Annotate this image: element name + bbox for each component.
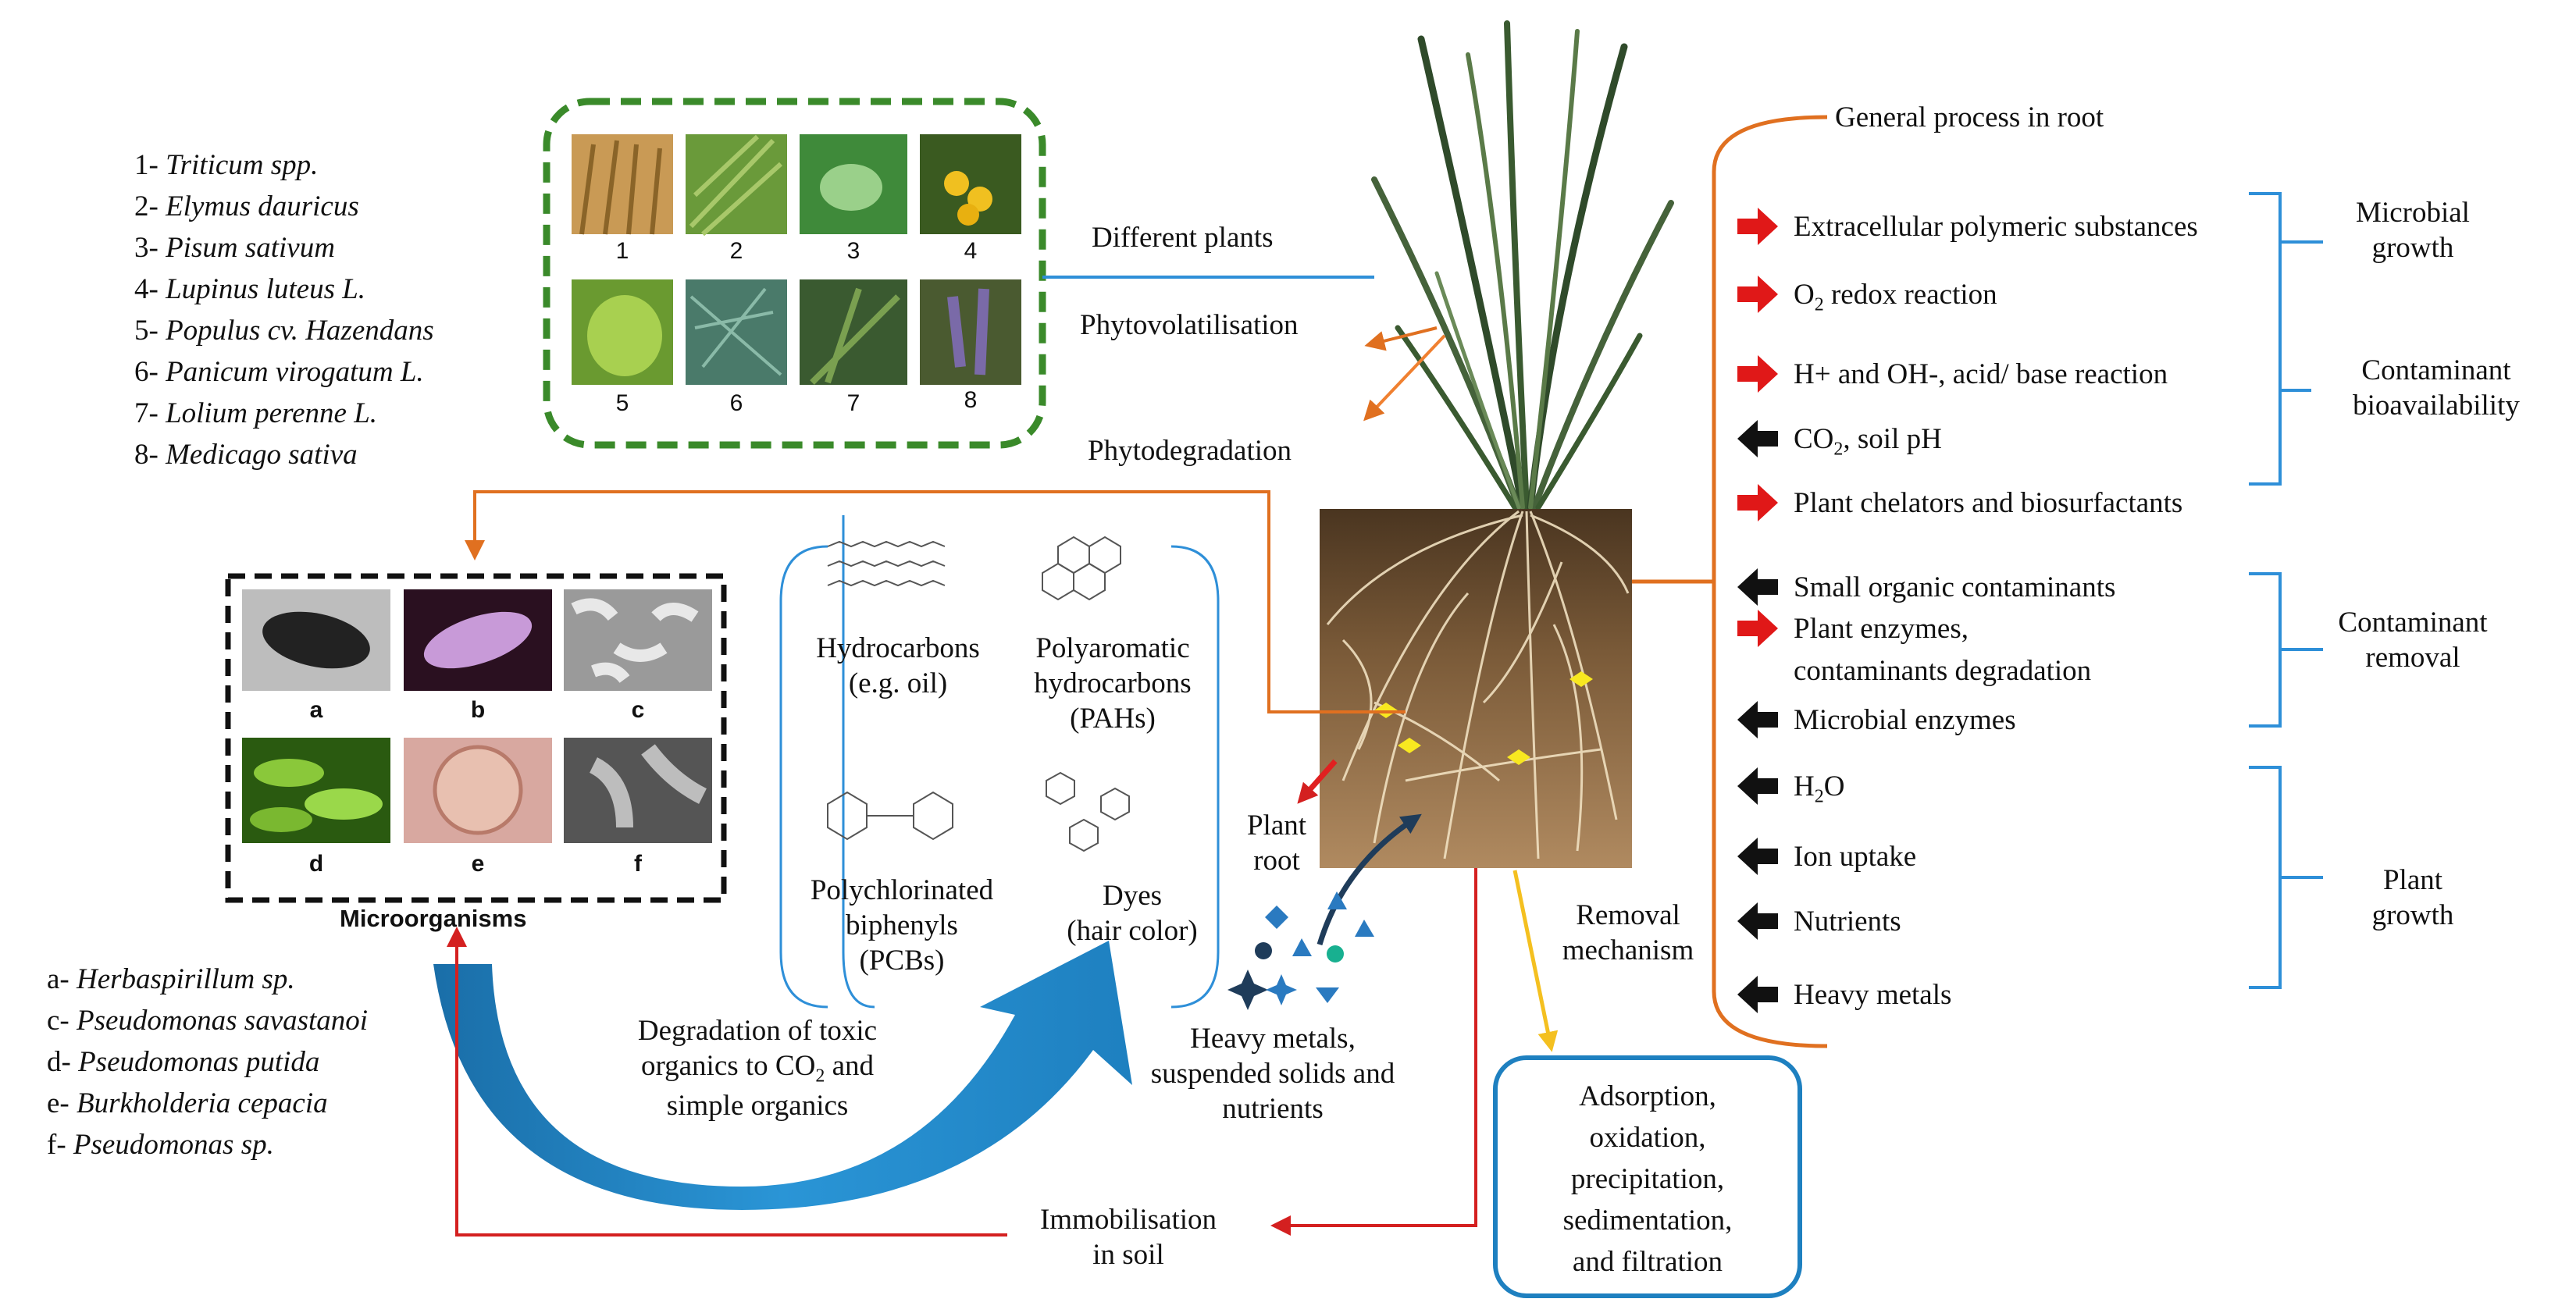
contaminants-bracket [779, 545, 1220, 1009]
removal-box-text: Adsorption, oxidation, precipitation, se… [1562, 1080, 1733, 1278]
removal-box [1493, 1055, 1802, 1298]
micro-legend-item: e- Burkholderia cepacia [47, 1087, 328, 1119]
dyes-label: Dyes(hair color) [1067, 880, 1198, 948]
plant-photo-label: 6 [729, 390, 743, 416]
plants-box [543, 98, 1046, 449]
micro-photo-label: b [470, 697, 486, 723]
black-arrow-icon [1737, 701, 1778, 738]
red-arrow-icon [1737, 355, 1778, 393]
root-process-item: contaminants degradation [1794, 655, 2092, 687]
plant-photo-label: 5 [615, 390, 629, 416]
micro-legend-item: f- Pseudomonas sp. [47, 1129, 274, 1161]
plant-photo-label: 3 [846, 238, 860, 264]
plant-photos [572, 134, 1021, 385]
black-arrow-icon [1737, 976, 1778, 1013]
micro-legend-item: c- Pseudomonas savastanoi [47, 1005, 369, 1037]
plant-legend-item: 2- Elymus dauricus [134, 190, 359, 222]
chemical-structures [827, 536, 1130, 852]
black-arrow-icon [1737, 568, 1778, 606]
plant-photo-label: 7 [846, 390, 860, 416]
plant-photo-label: 4 [964, 238, 978, 264]
degradation-label: Degradation of toxic organics to CO2 and… [637, 1015, 878, 1122]
micro-photo-label: d [308, 851, 324, 877]
phytodegradation-label: Phytodegradation [1088, 435, 1292, 467]
plant-legend-item: 6- Panicum virogatum L. [134, 356, 424, 388]
root-process-item: CO2, soil pH [1794, 423, 1942, 460]
degradation-arrow [433, 941, 1132, 1210]
plant-photo-label: 1 [615, 238, 629, 264]
micro-photo-label: c [631, 697, 645, 723]
different-plants-label: Different plants [1092, 222, 1274, 254]
root-process-item: Extracellular polymeric substances [1794, 211, 2198, 243]
micro-photo-label: e [471, 851, 485, 877]
root-process-item: Plant enzymes, [1794, 613, 1969, 645]
plant-legend-item: 5- Populus cv. Hazendans [134, 315, 434, 347]
plant-photo-label: 2 [729, 238, 743, 264]
grass-picture [1371, 20, 1674, 511]
micro-species-legend: a- Herbaspirillum sp. c- Pseudomonas sav… [47, 959, 368, 1165]
root-process-item: O2 redox reaction [1794, 279, 1997, 315]
root-process-item: Ion uptake [1794, 841, 1917, 873]
root-process-item: Heavy metals [1794, 979, 1952, 1011]
phytovolatilisation-label: Phytovolatilisation [1080, 309, 1299, 341]
micro-photos [242, 589, 712, 843]
particles [1227, 891, 1374, 1010]
root-process-item: Small organic contaminants [1794, 571, 2116, 603]
root-process-item: H2O [1794, 770, 1845, 807]
micro-title: Microorganisms [340, 905, 527, 932]
plant-photo-label: 8 [964, 387, 978, 413]
root-process-item: Plant chelators and biosurfactants [1794, 487, 2183, 519]
red-arrow-icon [1737, 610, 1778, 647]
root-process-bracket [1712, 115, 1828, 1048]
black-arrow-icon [1737, 902, 1778, 940]
root-process-item: H+ and OH-, acid/ base reaction [1794, 358, 2168, 390]
micro-legend-item: d- Pseudomonas putida [47, 1046, 320, 1078]
root-process-item: Microbial enzymes [1794, 704, 2016, 736]
red-arrow-icon [1737, 208, 1778, 245]
red-arrow-icon [1737, 484, 1778, 521]
plant-legend-item: 1- Triticum spp. [134, 149, 319, 181]
black-arrow-icon [1737, 838, 1778, 875]
plant-legend-item: 8- Medicago sativa [134, 439, 358, 471]
micro-photo-label: f [634, 851, 642, 877]
micro-photo-label: a [309, 697, 323, 723]
plant-legend-item: 7- Lolium perenne L. [134, 397, 378, 429]
plant-legend-item: 4- Lupinus luteus L. [134, 273, 366, 305]
plant-legend-item: 3- Pisum sativum [134, 232, 335, 264]
red-arrow-icon [1737, 276, 1778, 313]
micro-legend-item: a- Herbaspirillum sp. [47, 963, 295, 995]
micro-box [225, 573, 727, 903]
plant-species-legend: 1- Triticum spp. 2- Elymus dauricus 3- P… [134, 144, 434, 475]
group-braces [2249, 192, 2323, 989]
root-process-item: Nutrients [1794, 906, 1901, 938]
root-process-title: General process in root [1835, 101, 2104, 133]
hydrocarbons-label: Hydrocarbons(e.g. oil) [816, 632, 980, 700]
black-arrow-icon [1737, 420, 1778, 457]
black-arrow-icon [1737, 767, 1778, 805]
